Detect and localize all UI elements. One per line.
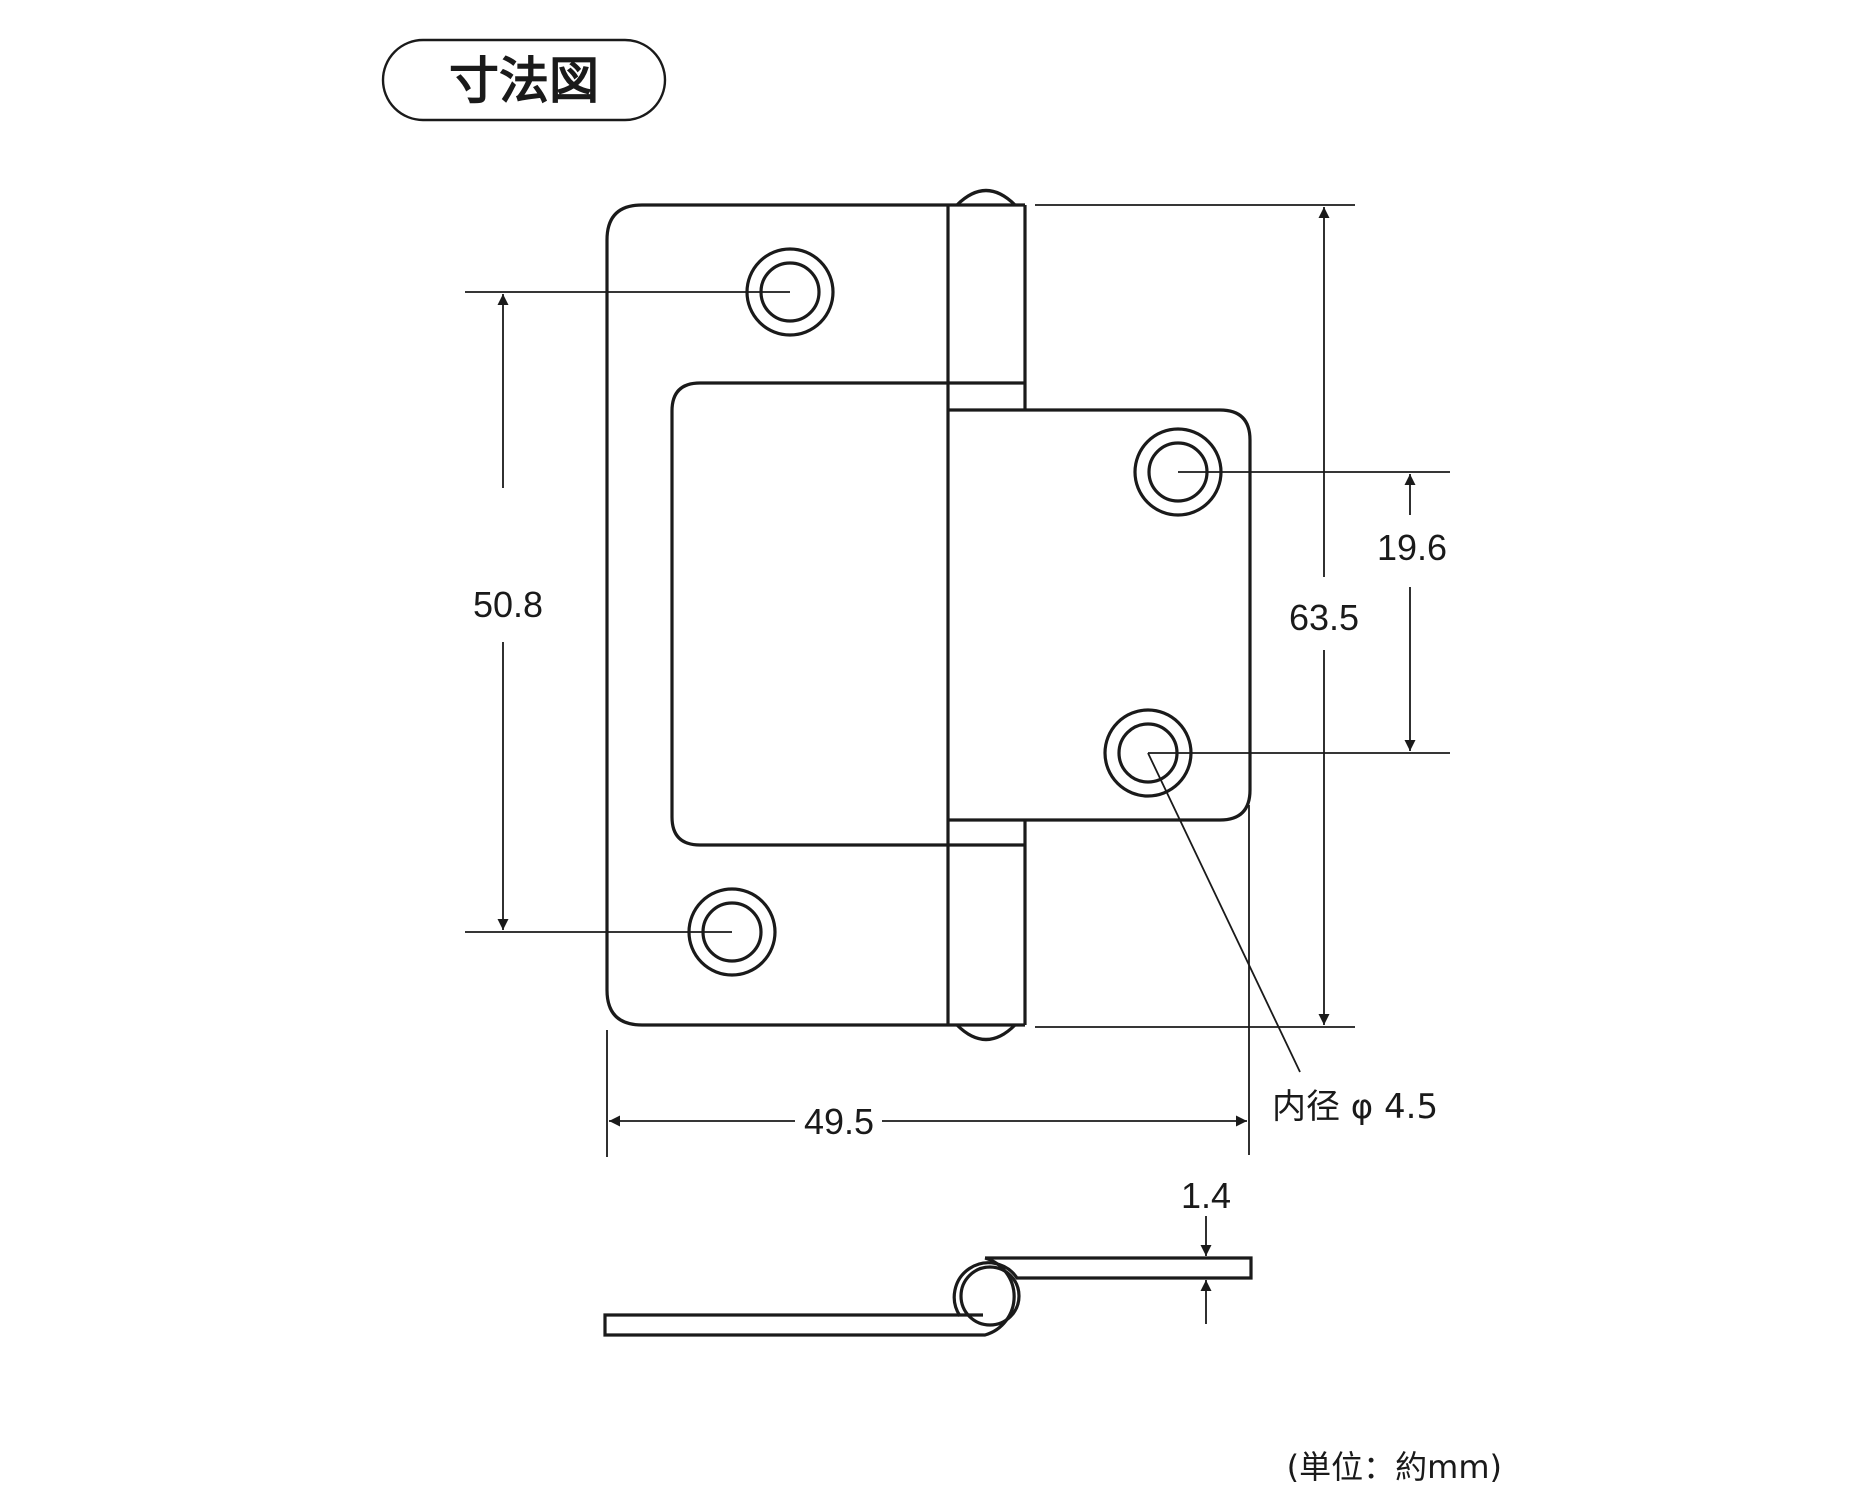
dimension-label: 49.5 [804, 1101, 874, 1142]
left-leaf-outline [605, 203, 948, 1027]
right-leaf-outline [948, 408, 1252, 822]
pin-cap-top [955, 189, 1017, 207]
title-badge: 寸法図 [381, 38, 667, 122]
hinge-side-view [603, 1256, 1253, 1337]
dimension-hole-pitch-right: 19.6 [1148, 471, 1450, 754]
dimension-label: 19.6 [1377, 527, 1447, 568]
dimension-thickness: 1.4 [1181, 1175, 1231, 1324]
dimension-label: 63.5 [1289, 597, 1359, 638]
left-leaf-inner-panel [670, 381, 948, 847]
title-text: 寸法図 [449, 52, 599, 110]
dimension-overall-width: 49.5 [606, 805, 1250, 1157]
title-pill-outline [381, 38, 667, 122]
side-pin-circle [959, 1265, 1021, 1327]
hole-diameter-callout: 内径 φ 4.5 [1147, 752, 1438, 1127]
dimension-hole-pitch-left: 50.8 [465, 291, 790, 933]
hole-diameter-label: 内径 φ 4.5 [1272, 1087, 1438, 1127]
dimension-label: 1.4 [1181, 1175, 1231, 1216]
side-upper-leaf [952, 1256, 1253, 1317]
hinge-front-view [605, 189, 1252, 1041]
unit-note: (単位：約mm) [1287, 1448, 1502, 1486]
dimension-label: 50.8 [473, 584, 543, 625]
leader-line [1147, 752, 1301, 1073]
pin-cap-bottom [955, 1023, 1017, 1041]
dimension-overall-height: 63.5 [1035, 204, 1359, 1028]
